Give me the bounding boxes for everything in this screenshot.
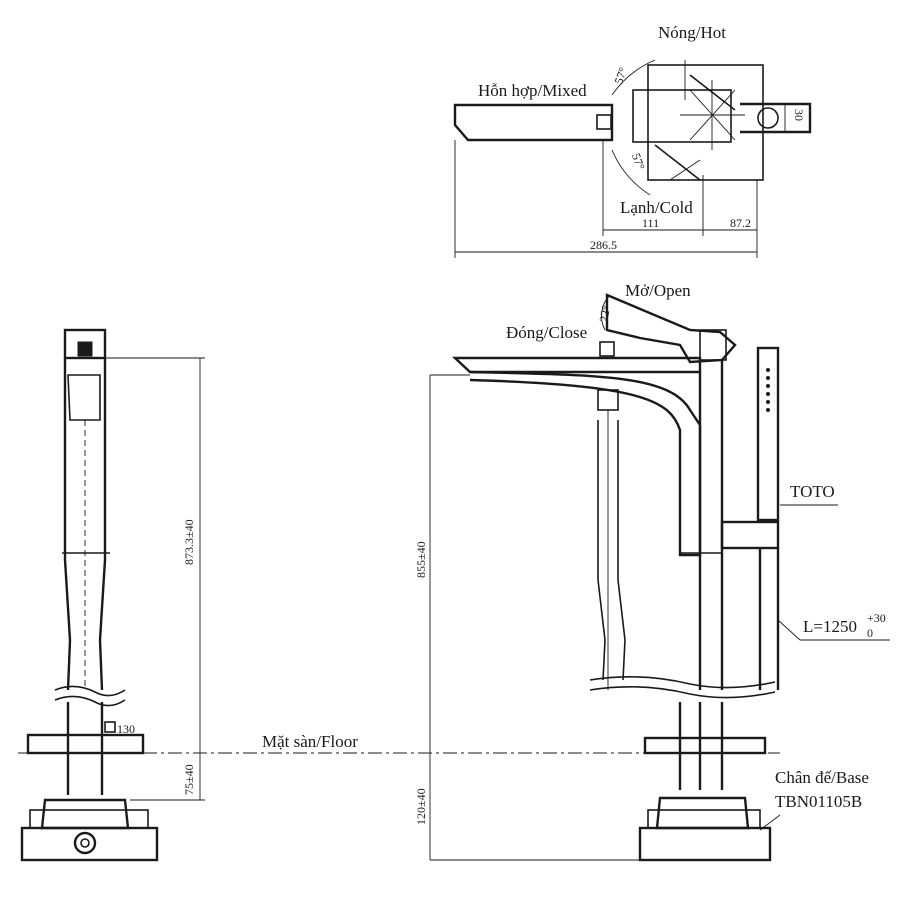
dim-75: 75±40	[182, 764, 196, 795]
dim-286-5: 286.5	[590, 238, 617, 252]
label-cold: Lạnh/Cold	[620, 198, 693, 217]
dim-855: 855±40	[414, 541, 428, 578]
dim-120: 120±40	[414, 788, 428, 825]
label-open: Mở/Open	[625, 281, 691, 300]
top-view: Nóng/Hot Hỗn hợp/Mixed Lạnh/Cold 57° 57°…	[453, 23, 812, 258]
dim-111: 111	[642, 216, 659, 230]
label-hose-tol-upper: +30	[867, 611, 886, 625]
label-base-line1: Chân đế/Base	[775, 768, 869, 787]
label-base-line2: TBN01105B	[775, 792, 862, 811]
dim-30-top: 30	[792, 109, 806, 121]
dim-873: 873.3±40	[182, 519, 196, 565]
dim-87-2: 87.2	[730, 216, 751, 230]
dim-angle-cold: 57°	[629, 151, 648, 172]
front-view: Mở/Open Đóng/Close 22° TOTO L=1250 +30 0…	[414, 281, 890, 862]
label-hose-tol-lower: 0	[867, 626, 873, 640]
label-mixed: Hỗn hợp/Mixed	[478, 81, 587, 100]
side-view: 130 873.3±40 75±40	[20, 328, 205, 862]
dim-angle-open: 22°	[596, 304, 613, 323]
label-brand: TOTO	[790, 482, 835, 501]
label-hose-length: L=1250	[803, 617, 857, 636]
label-hot: Nóng/Hot	[658, 23, 726, 42]
dim-130: 130	[117, 722, 135, 736]
dim-angle-hot: 57°	[611, 65, 630, 86]
label-close: Đóng/Close	[506, 323, 587, 342]
label-floor: Mặt sàn/Floor	[262, 732, 358, 751]
